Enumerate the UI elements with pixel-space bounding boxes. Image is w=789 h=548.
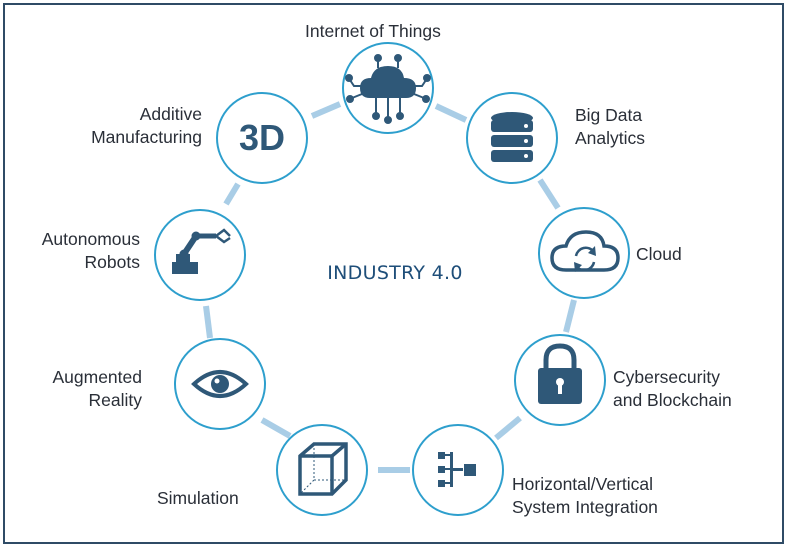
- 3d-text-icon: 3D: [239, 117, 285, 158]
- label-additive: Additive Manufacturing: [91, 104, 202, 147]
- ring-robots: [154, 209, 246, 301]
- connector-cloud-cyber: [563, 299, 577, 333]
- connector-additive-iot: [310, 101, 342, 119]
- ring-cloud: [538, 207, 630, 299]
- label-ar: Augmented Reality: [52, 367, 142, 410]
- ring-additive: [216, 92, 308, 184]
- center-title: INDUSTRY 4.0: [327, 262, 463, 284]
- label-iot: Internet of Things: [305, 21, 441, 41]
- connectors: [203, 101, 577, 473]
- label-simulation: Simulation: [157, 488, 239, 508]
- label-cloud: Cloud: [636, 244, 682, 264]
- hierarchy-icon: [438, 452, 476, 487]
- eye-icon: [191, 370, 249, 398]
- robot-arm-icon: [172, 228, 231, 274]
- cloud-network-icon: [345, 54, 431, 124]
- label-integration: Horizontal/Vertical System Integration: [512, 474, 658, 517]
- database-icon: [491, 112, 533, 162]
- label-robots: Autonomous Robots: [41, 229, 140, 272]
- cloud-sync-icon: [550, 230, 620, 272]
- connector-sim-ar: [260, 417, 292, 439]
- connector-robots-additive: [223, 182, 241, 206]
- connector-iot-bigdata: [434, 103, 468, 123]
- label-cybersecurity: Cybersecurity and Blockchain: [613, 367, 732, 410]
- label-big-data: Big Data Analytics: [575, 105, 646, 148]
- connector-bigdata-cloud: [537, 178, 561, 210]
- ring-simulation: [276, 424, 368, 516]
- connector-ar-robots: [203, 305, 213, 339]
- padlock-icon: [538, 343, 582, 404]
- connector-cyber-integration: [494, 415, 522, 441]
- cube-icon: [298, 442, 348, 496]
